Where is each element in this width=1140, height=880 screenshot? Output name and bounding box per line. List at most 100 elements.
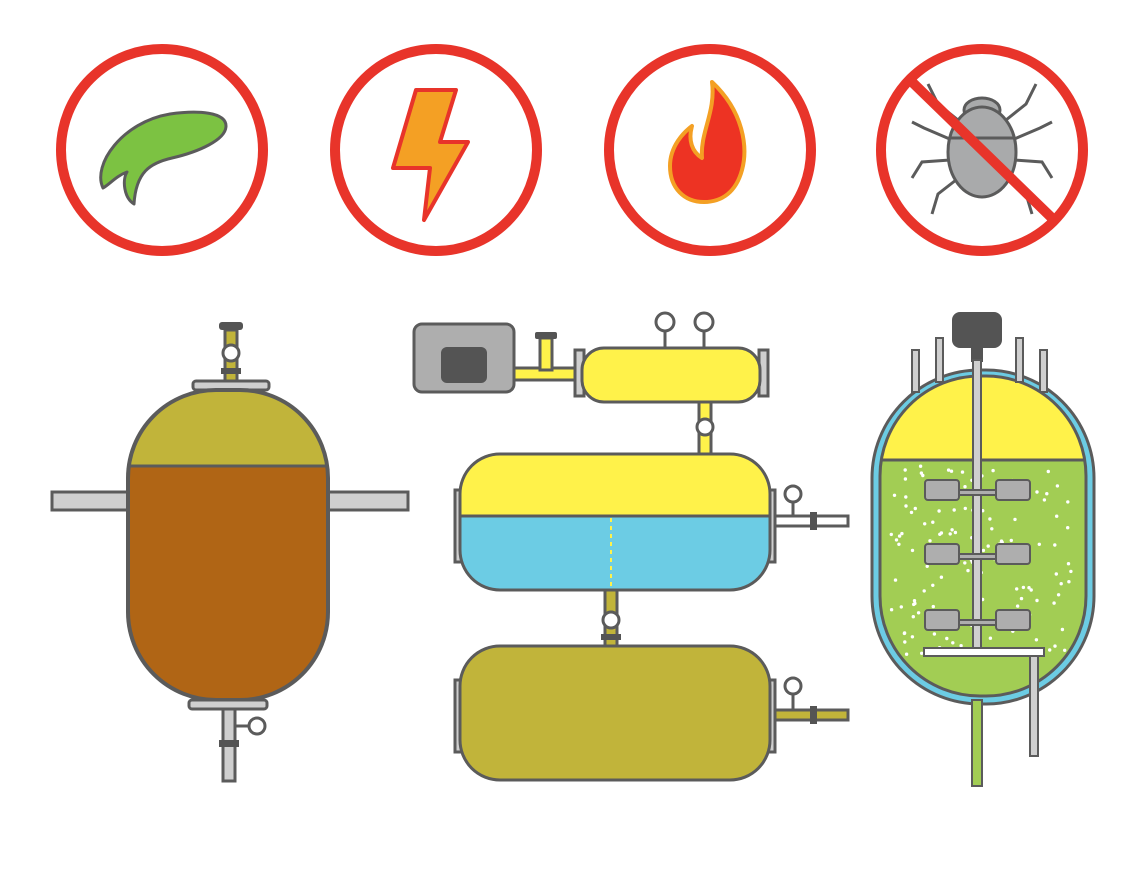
bubble (988, 517, 992, 521)
bubble (948, 532, 952, 536)
bubble (893, 578, 898, 582)
sparger (923, 647, 1045, 657)
bubble (899, 605, 903, 609)
bubble (911, 615, 915, 619)
bubble (910, 548, 915, 553)
flame-icon (604, 44, 816, 256)
bubble (910, 635, 915, 639)
bubble (928, 539, 932, 543)
bubble (931, 520, 935, 524)
bubble (1066, 526, 1070, 530)
bubble (904, 495, 908, 499)
bubble (999, 539, 1004, 543)
digestate-tank (458, 644, 772, 782)
bubble (1035, 598, 1039, 603)
bubble (990, 527, 994, 531)
bubble (920, 651, 924, 655)
bubble (1054, 572, 1059, 576)
bubble (951, 641, 955, 645)
bubble (904, 652, 909, 656)
lightning-bolt-icon (330, 44, 542, 256)
bubble (903, 640, 907, 644)
bubble (963, 506, 967, 511)
bubble (1027, 586, 1031, 590)
valve-icon (601, 610, 621, 630)
bubble (1069, 569, 1073, 574)
bubble (1055, 514, 1059, 518)
bubble (960, 470, 965, 474)
impeller (924, 543, 1031, 565)
bubble (931, 604, 935, 609)
valve-icon (695, 417, 715, 437)
bubble (986, 544, 990, 548)
pressure-gauge-icon (221, 343, 241, 363)
gauge-icon (654, 311, 676, 333)
bubble (918, 464, 923, 468)
gauge-icon (693, 311, 715, 333)
no-bacteria-icon (876, 44, 1088, 256)
bubble (894, 538, 899, 542)
bubble (981, 548, 986, 553)
bubble (1035, 490, 1039, 494)
bubble (1042, 498, 1047, 502)
bubble (897, 534, 902, 538)
bubble (1056, 593, 1061, 597)
gauge-icon (783, 484, 803, 504)
bubble (916, 611, 921, 615)
bubble (939, 531, 944, 535)
reactor-vessel-left (50, 322, 410, 783)
bubble (953, 530, 958, 535)
bubble (1015, 604, 1020, 608)
valve-cap (219, 322, 243, 330)
gauge-icon (247, 716, 267, 736)
bubble (1019, 596, 1024, 601)
bubble (892, 493, 897, 497)
bubble (909, 510, 914, 515)
bubble (932, 632, 937, 636)
bubble (904, 504, 908, 508)
bubble (922, 589, 926, 593)
bubble (1052, 601, 1056, 605)
bubble (889, 608, 894, 612)
bubble (1059, 582, 1063, 586)
bubble (1034, 638, 1039, 642)
three-tank-separator-system (412, 311, 850, 782)
agitator-shaft (972, 359, 982, 651)
bubble (991, 468, 995, 473)
bubble (925, 564, 929, 568)
bubble (946, 468, 951, 472)
bubble (1048, 648, 1052, 652)
gauge-icon (783, 676, 803, 696)
bubble (1053, 644, 1057, 648)
bubble (903, 477, 908, 481)
bubble (900, 531, 904, 536)
bubble (897, 542, 901, 546)
bubble (966, 568, 970, 573)
bubble (1015, 587, 1019, 591)
bubble (963, 561, 967, 565)
stirred-bioreactor-right (870, 312, 1096, 787)
bubble (919, 471, 924, 475)
bubble (1067, 580, 1071, 584)
bubble (1055, 484, 1060, 488)
impeller (924, 479, 1031, 501)
bubble (1053, 543, 1057, 547)
bubble (963, 485, 967, 489)
bubble (1013, 517, 1017, 522)
bubble (1060, 627, 1065, 632)
bubble (950, 528, 954, 532)
bubble (1045, 492, 1049, 496)
bubble (949, 469, 954, 473)
bubble (903, 468, 907, 472)
bubble (1046, 469, 1051, 474)
bubble (1066, 562, 1071, 566)
bubble (1063, 648, 1067, 652)
motor (952, 312, 1002, 348)
bubble (931, 583, 935, 587)
bubble (939, 575, 944, 579)
bubble (988, 636, 993, 640)
leaf-icon (56, 44, 268, 256)
bubble (937, 509, 941, 513)
bubble (945, 636, 949, 641)
